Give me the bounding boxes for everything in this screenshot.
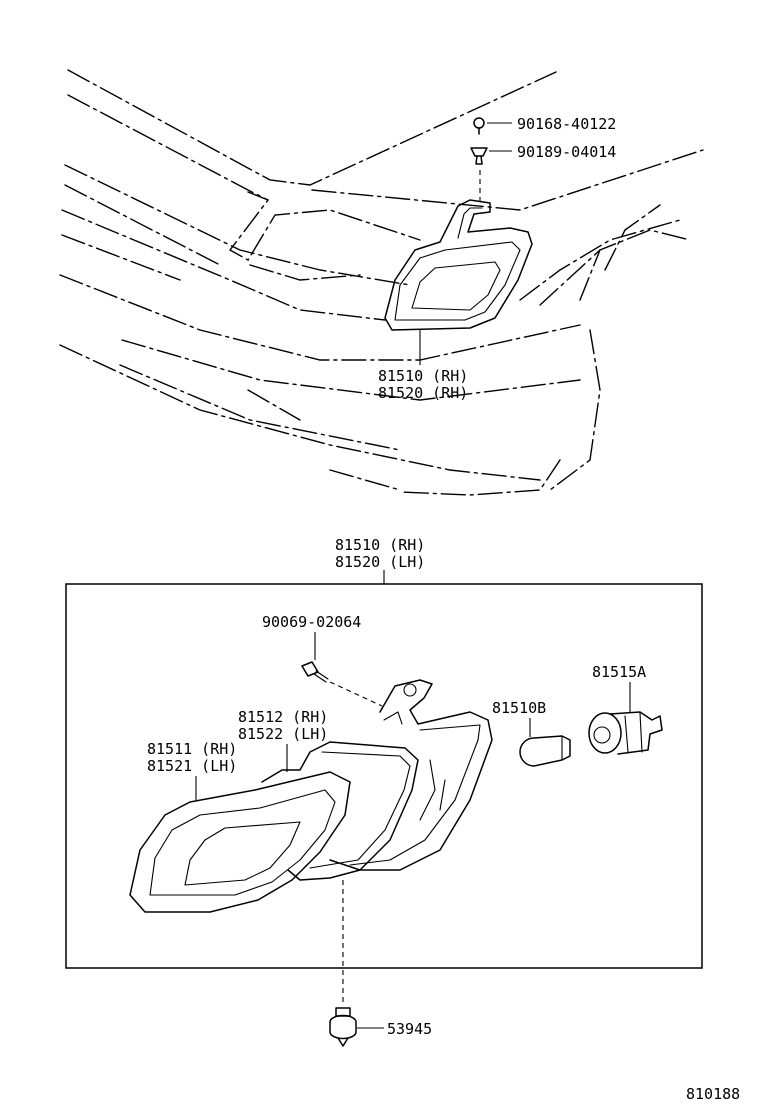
label-81520-lh-box: 81520 (LH) <box>335 553 425 571</box>
drawing-number: 810188 <box>686 1085 740 1103</box>
label-81522-lh: 81522 (LH) <box>238 725 328 743</box>
exploded-view-box <box>65 583 703 969</box>
label-81510b: 81510B <box>492 699 546 717</box>
screw-icon <box>301 661 329 683</box>
socket-icon <box>588 711 663 755</box>
label-81520-upper: 81520 (RH) <box>378 384 468 402</box>
lamp-gasket <box>261 741 419 881</box>
lamp-lens <box>129 771 351 913</box>
label-53945: 53945 <box>387 1020 432 1038</box>
lamp-housing <box>329 679 493 871</box>
vehicle-front-corner-view <box>59 69 704 496</box>
bottom-clip-icon <box>329 1007 357 1047</box>
label-81510-rh-box: 81510 (RH) <box>335 536 425 554</box>
clip-icon <box>470 147 488 165</box>
label-81521-lh: 81521 (LH) <box>147 757 237 775</box>
label-90189-04014: 90189-04014 <box>517 143 616 161</box>
label-81515a: 81515A <box>592 663 646 681</box>
label-90168-40122: 90168-40122 <box>517 115 616 133</box>
bolt-icon <box>473 117 485 135</box>
bulb-icon <box>519 735 571 767</box>
screw-center-line <box>329 681 383 707</box>
label-81512-rh: 81512 (RH) <box>238 708 328 726</box>
label-90069-02064: 90069-02064 <box>262 613 361 631</box>
label-81510-rh-upper: 81510 (RH) <box>378 367 468 385</box>
side-marker-lamp-installed <box>384 199 533 331</box>
label-81511-rh: 81511 (RH) <box>147 740 237 758</box>
